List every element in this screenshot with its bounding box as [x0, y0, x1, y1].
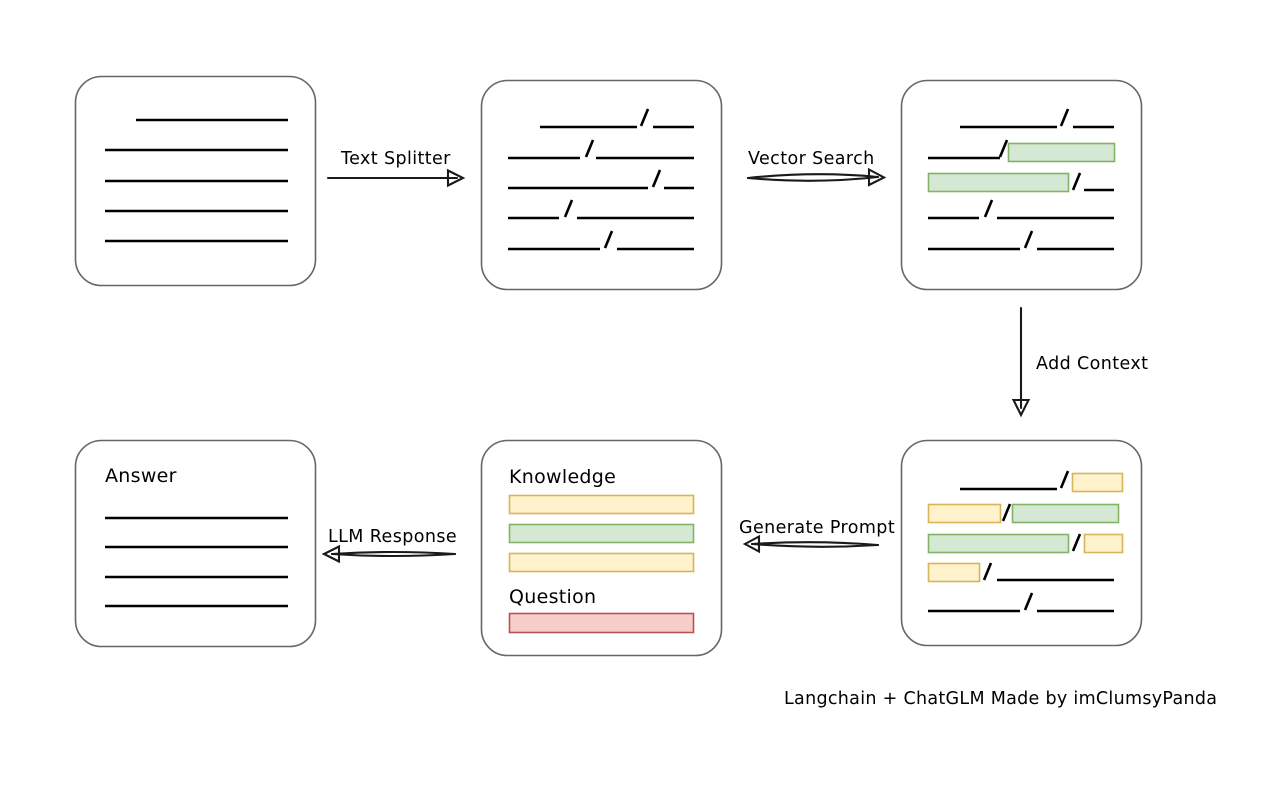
node-prompt[interactable]: Knowledge Question — [480, 439, 723, 657]
highlight-chunk-green — [927, 533, 1070, 554]
edge-vector-search-line-b — [746, 175, 880, 182]
highlight-chunk-green — [1007, 142, 1116, 163]
edge-llm-response-line — [330, 550, 457, 556]
node-split-chunks[interactable] — [480, 79, 723, 291]
arrow-head-icon — [321, 544, 341, 564]
slash-icon — [651, 169, 662, 188]
arrow-head-icon — [1011, 398, 1031, 418]
edge-text-splitter[interactable]: Text Splitter — [326, 149, 466, 188]
highlight-chunk-yellow — [927, 562, 981, 583]
node-split-chunks-rows — [508, 108, 694, 251]
node-answer-lines — [105, 516, 288, 608]
slash-icon — [1001, 503, 1012, 522]
footer-credit: Langchain + ChatGLM Made by imClumsyPand… — [784, 689, 1217, 709]
slash-icon — [603, 230, 614, 249]
edge-generate-prompt[interactable]: Generate Prompt — [739, 518, 895, 554]
node-answer-label: Answer — [105, 465, 177, 487]
slash-icon — [584, 139, 595, 158]
node-context-chunks-rows — [927, 470, 1124, 613]
slash-icon — [983, 199, 994, 218]
highlight-chunk-yellow — [1083, 533, 1124, 554]
node-split-chunks-frame — [480, 79, 723, 291]
edge-vector-search-label: Vector Search — [748, 149, 875, 169]
arrow-head-icon — [446, 168, 466, 188]
node-answer-frame — [74, 439, 317, 648]
node-prompt-frame — [480, 439, 723, 657]
node-source-document[interactable] — [74, 75, 317, 287]
prompt-section-heading-question: Question — [509, 586, 596, 608]
slash-icon — [1059, 470, 1070, 489]
highlight-chunk-yellow — [927, 503, 1002, 524]
node-source-document-lines — [105, 118, 288, 243]
knowledge-bar-green — [508, 523, 695, 544]
edge-generate-prompt-label: Generate Prompt — [739, 518, 895, 538]
node-answer[interactable]: Answer — [74, 439, 317, 648]
edge-llm-response-label: LLM Response — [328, 527, 457, 547]
node-vector-matches[interactable] — [900, 79, 1143, 291]
highlight-chunk-green — [1011, 503, 1120, 524]
slash-icon — [998, 139, 1009, 158]
knowledge-bar-yellow — [508, 494, 695, 515]
arrow-head-icon — [742, 534, 761, 554]
slash-icon — [1059, 108, 1070, 127]
edge-llm-response-line-b — [330, 552, 457, 558]
slash-icon — [1071, 533, 1082, 552]
node-vector-matches-rows — [927, 108, 1116, 251]
slash-icon — [982, 562, 993, 581]
edge-generate-prompt-line-b — [750, 542, 880, 548]
edge-vector-search[interactable]: Vector Search — [746, 149, 887, 187]
slash-icon — [1023, 230, 1034, 249]
prompt-section-heading-knowledge: Knowledge — [509, 466, 616, 488]
edge-add-context-label: Add Context — [1036, 354, 1148, 374]
edge-generate-prompt-line — [750, 541, 880, 547]
slash-icon — [563, 199, 574, 218]
node-context-chunks[interactable] — [900, 439, 1143, 647]
arrow-head-icon — [867, 167, 887, 187]
slash-icon — [639, 108, 650, 127]
highlight-chunk-yellow — [1071, 472, 1124, 493]
knowledge-bar-yellow — [508, 552, 695, 573]
edge-vector-search-line — [746, 173, 880, 180]
highlight-chunk-green — [927, 172, 1070, 193]
question-bar-red — [508, 612, 695, 634]
slash-icon — [1071, 172, 1082, 191]
edge-add-context[interactable]: Add Context — [1011, 306, 1149, 418]
edge-text-splitter-label: Text Splitter — [340, 149, 451, 169]
edge-llm-response[interactable]: LLM Response — [321, 527, 457, 564]
slash-icon — [1023, 592, 1034, 611]
